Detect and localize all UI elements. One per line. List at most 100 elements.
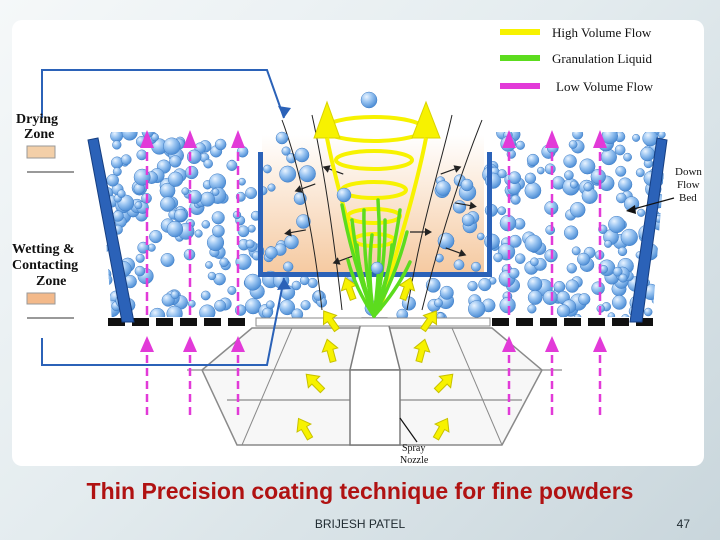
particle bbox=[212, 189, 219, 196]
particle bbox=[537, 167, 544, 174]
particle bbox=[121, 155, 131, 165]
particle bbox=[245, 187, 256, 198]
particle bbox=[564, 226, 578, 240]
particle bbox=[658, 131, 665, 138]
particle bbox=[619, 274, 627, 282]
particle bbox=[238, 178, 245, 185]
wetting-zone-swatch bbox=[27, 293, 55, 304]
drying-zone-swatch bbox=[27, 146, 55, 158]
particle bbox=[543, 290, 557, 304]
particle bbox=[214, 300, 225, 311]
particle bbox=[471, 262, 480, 271]
author-footer: BRIJESH PATEL bbox=[300, 517, 420, 531]
high-flow-arrowhead bbox=[412, 102, 440, 138]
particle bbox=[584, 183, 593, 192]
particle bbox=[567, 263, 577, 273]
particle bbox=[577, 253, 589, 265]
fluid-bed-coater-diagram: High Volume Flow Granulation Liquid Low … bbox=[12, 20, 704, 466]
particle bbox=[528, 290, 542, 304]
particle bbox=[205, 261, 212, 268]
particle bbox=[468, 281, 478, 291]
legend-label-high-volume: High Volume Flow bbox=[552, 25, 652, 40]
plate-slot bbox=[156, 318, 173, 326]
particle bbox=[461, 179, 473, 191]
particle bbox=[207, 234, 224, 251]
low-flow-arrowhead bbox=[183, 130, 197, 148]
particle bbox=[220, 258, 229, 267]
plate-center bbox=[256, 318, 490, 326]
particle bbox=[238, 226, 249, 237]
particle bbox=[516, 141, 525, 150]
particle bbox=[477, 233, 484, 240]
plate-slot bbox=[492, 318, 509, 326]
plate-slot bbox=[588, 318, 605, 326]
particle bbox=[137, 150, 147, 160]
particle bbox=[434, 299, 442, 307]
particle bbox=[135, 202, 142, 209]
particle bbox=[509, 172, 521, 184]
particle bbox=[161, 253, 174, 266]
particle bbox=[107, 174, 119, 186]
particle bbox=[301, 300, 311, 310]
particle bbox=[637, 209, 645, 217]
particle bbox=[276, 132, 288, 144]
particle bbox=[616, 166, 626, 176]
particle bbox=[644, 308, 652, 316]
particle bbox=[569, 140, 577, 148]
particle bbox=[440, 286, 453, 299]
connector-arrow-top bbox=[278, 106, 291, 118]
slide-title: Thin Precision coating technique for fin… bbox=[0, 478, 720, 505]
particle bbox=[117, 190, 125, 198]
particle bbox=[527, 154, 539, 166]
particle bbox=[215, 139, 226, 150]
particle bbox=[212, 225, 224, 237]
low-flow-arrowhead bbox=[593, 336, 607, 352]
particle bbox=[573, 129, 583, 139]
distributor-plate bbox=[106, 317, 658, 327]
particle bbox=[454, 260, 464, 270]
particle bbox=[280, 166, 296, 182]
particle bbox=[640, 147, 654, 161]
particle bbox=[300, 276, 309, 285]
particle bbox=[608, 216, 625, 233]
wetting-zone-label-3: Zone bbox=[36, 274, 66, 289]
legend: High Volume Flow Granulation Liquid Low … bbox=[500, 25, 654, 94]
particle bbox=[525, 235, 542, 252]
particle bbox=[299, 166, 315, 182]
particle bbox=[621, 229, 638, 246]
particle bbox=[246, 240, 254, 248]
particle bbox=[525, 173, 536, 184]
low-flow-arrowhead bbox=[183, 336, 197, 352]
plate-slot bbox=[564, 318, 581, 326]
particle bbox=[624, 153, 632, 161]
particle bbox=[248, 225, 255, 232]
particle bbox=[570, 181, 577, 188]
particle bbox=[168, 172, 183, 187]
particle bbox=[136, 254, 145, 263]
particle bbox=[201, 291, 210, 300]
diagram-panel: High Volume Flow Granulation Liquid Low … bbox=[12, 20, 704, 466]
particle bbox=[468, 301, 485, 318]
particle bbox=[371, 262, 383, 274]
particle bbox=[195, 230, 203, 238]
page-number: 47 bbox=[640, 517, 690, 531]
drying-zone-label-2: Zone bbox=[24, 127, 54, 142]
legend-label-low-volume: Low Volume Flow bbox=[556, 79, 654, 94]
particle bbox=[592, 282, 605, 295]
particle bbox=[557, 305, 570, 318]
particle bbox=[112, 141, 121, 150]
particle bbox=[498, 207, 506, 215]
particle bbox=[498, 169, 507, 178]
particle bbox=[462, 214, 474, 226]
legend-label-granulation: Granulation Liquid bbox=[552, 51, 653, 66]
particle bbox=[167, 221, 183, 237]
particle bbox=[208, 272, 216, 280]
particle bbox=[268, 184, 276, 192]
particle bbox=[479, 278, 492, 291]
particle bbox=[528, 277, 542, 291]
particle bbox=[528, 305, 537, 314]
particle bbox=[212, 212, 225, 225]
particle bbox=[283, 262, 293, 272]
particle bbox=[160, 197, 175, 212]
